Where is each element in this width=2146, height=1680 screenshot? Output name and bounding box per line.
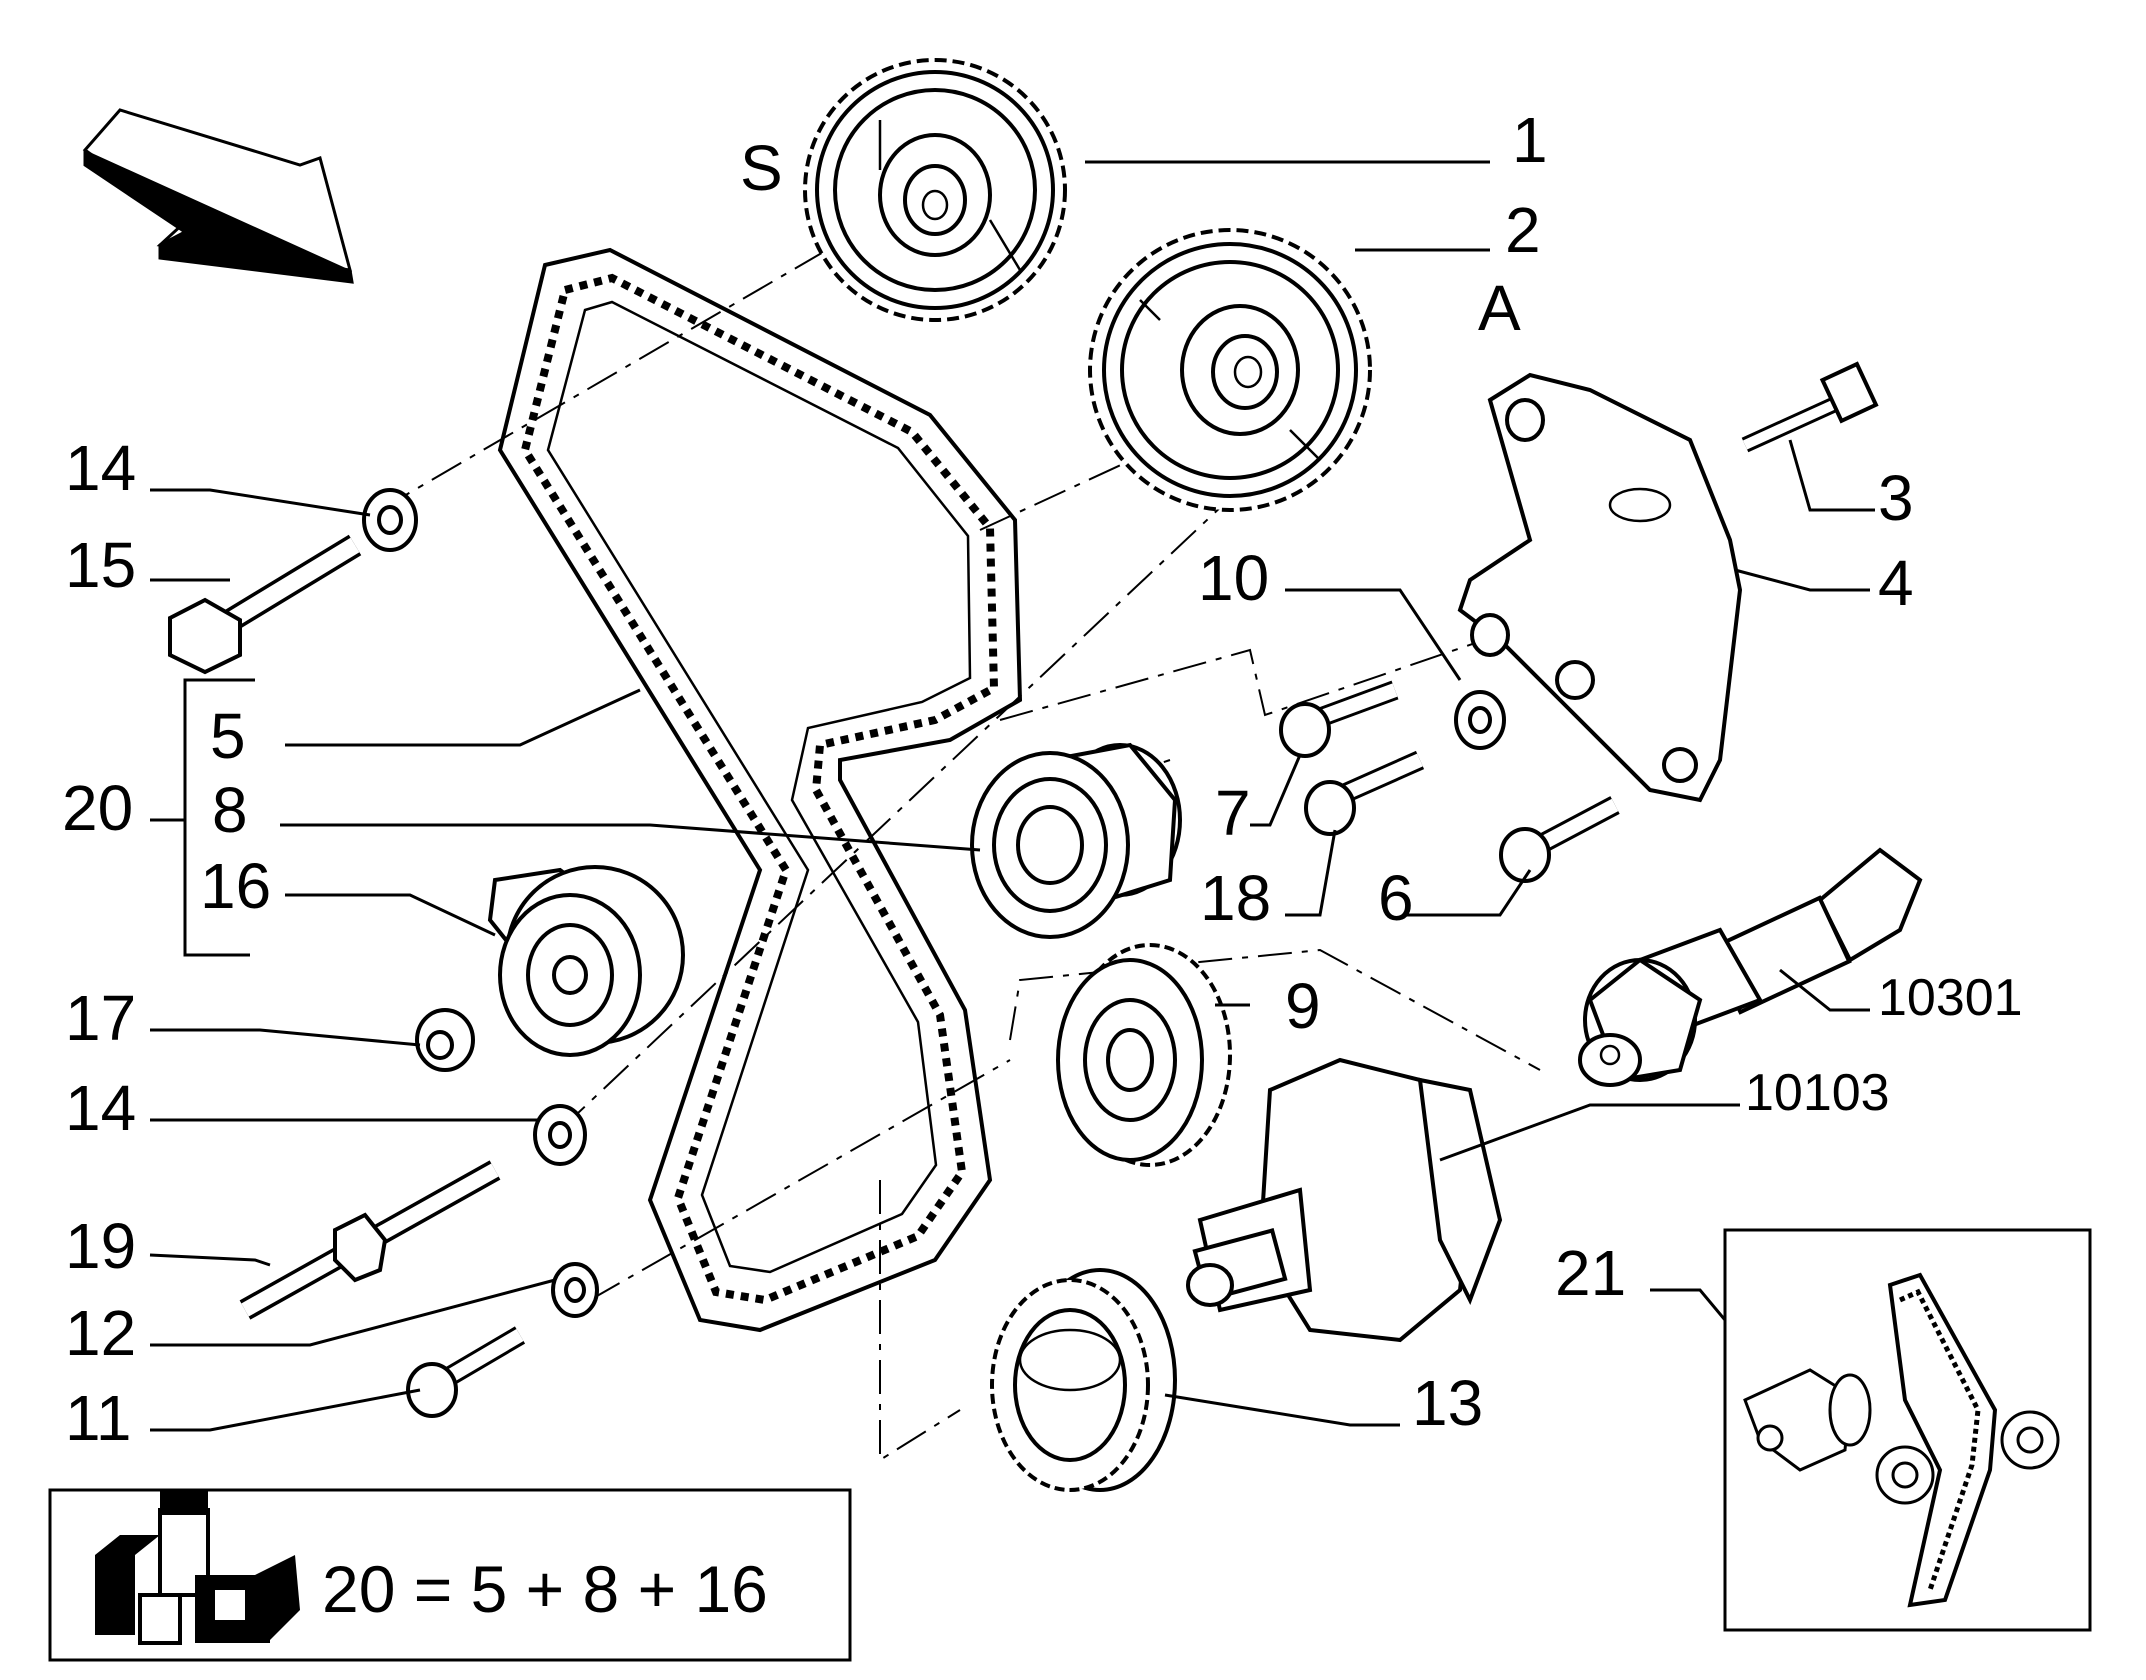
label-16: 16 xyxy=(200,850,271,922)
label-10301: 10301 xyxy=(1878,969,2023,1027)
part-21-kit-inset xyxy=(1723,1228,2092,1632)
assembly-axis-lines xyxy=(379,189,1631,1462)
label-A: A xyxy=(1478,272,1521,344)
part-8-idler-pulley xyxy=(970,742,1182,939)
label-14-upper: 14 xyxy=(65,432,136,504)
label-8: 8 xyxy=(212,774,248,846)
label-19: 19 xyxy=(65,1210,136,1282)
label-11: 11 xyxy=(65,1382,131,1454)
part-15-bolt xyxy=(168,534,362,675)
label-10: 10 xyxy=(1198,542,1269,614)
kit-parts-icon xyxy=(95,1490,300,1645)
leader-lines xyxy=(149,160,1875,1432)
label-21: 21 xyxy=(1555,1237,1626,1309)
part-16-tensioner xyxy=(487,865,685,1057)
part-7-bolt xyxy=(1279,680,1399,758)
label-4: 4 xyxy=(1878,547,1914,619)
part-1-camshaft-gear xyxy=(803,58,1067,322)
part-10-washer xyxy=(1454,690,1506,750)
part-14-washer-lower xyxy=(533,1104,587,1166)
part-4-mounting-bracket xyxy=(1457,372,1743,803)
label-6: 6 xyxy=(1378,862,1414,934)
label-18: 18 xyxy=(1200,862,1271,934)
label-12: 12 xyxy=(65,1297,136,1369)
part-11-bolt xyxy=(406,1326,526,1418)
part-10301-camshaft xyxy=(1578,847,1923,1087)
label-S: S xyxy=(740,132,783,204)
label-2: 2 xyxy=(1505,194,1541,266)
part-10103-crankshaft xyxy=(1186,1057,1503,1343)
part-labels: S A 1 2 3 4 10 14 15 5 20 8 16 7 18 6 10… xyxy=(62,104,2023,1454)
part-18-bolt xyxy=(1304,750,1425,836)
label-5: 5 xyxy=(210,700,246,772)
part-14-washer-upper xyxy=(362,488,418,552)
part-17-nut xyxy=(415,1008,475,1072)
part-12-washer xyxy=(551,1262,599,1318)
label-17: 17 xyxy=(65,982,136,1054)
label-3: 3 xyxy=(1878,462,1914,534)
part-5-timing-belt xyxy=(497,247,1023,1333)
part-2-camshaft-gear xyxy=(1088,228,1372,512)
label-14-lower: 14 xyxy=(65,1072,136,1144)
label-10103: 10103 xyxy=(1745,1064,1890,1122)
label-7: 7 xyxy=(1215,777,1251,849)
part-13-crankshaft-pulley xyxy=(990,1268,1177,1492)
kit-formula-box: 20 = 5 + 8 + 16 xyxy=(48,1488,852,1662)
front-direction-arrow-icon xyxy=(82,108,354,284)
label-20: 20 xyxy=(62,772,133,844)
part-9-crankshaft-gear xyxy=(1056,943,1232,1167)
part-3-bolt xyxy=(1741,361,1879,453)
label-15: 15 xyxy=(65,529,136,601)
part-6-bolt xyxy=(1499,796,1620,883)
label-9: 9 xyxy=(1285,970,1321,1042)
kit-formula: 20 = 5 + 8 + 16 xyxy=(322,1552,768,1626)
part-19-stud xyxy=(239,1160,501,1320)
label-1: 1 xyxy=(1512,104,1548,176)
label-13: 13 xyxy=(1412,1367,1483,1439)
